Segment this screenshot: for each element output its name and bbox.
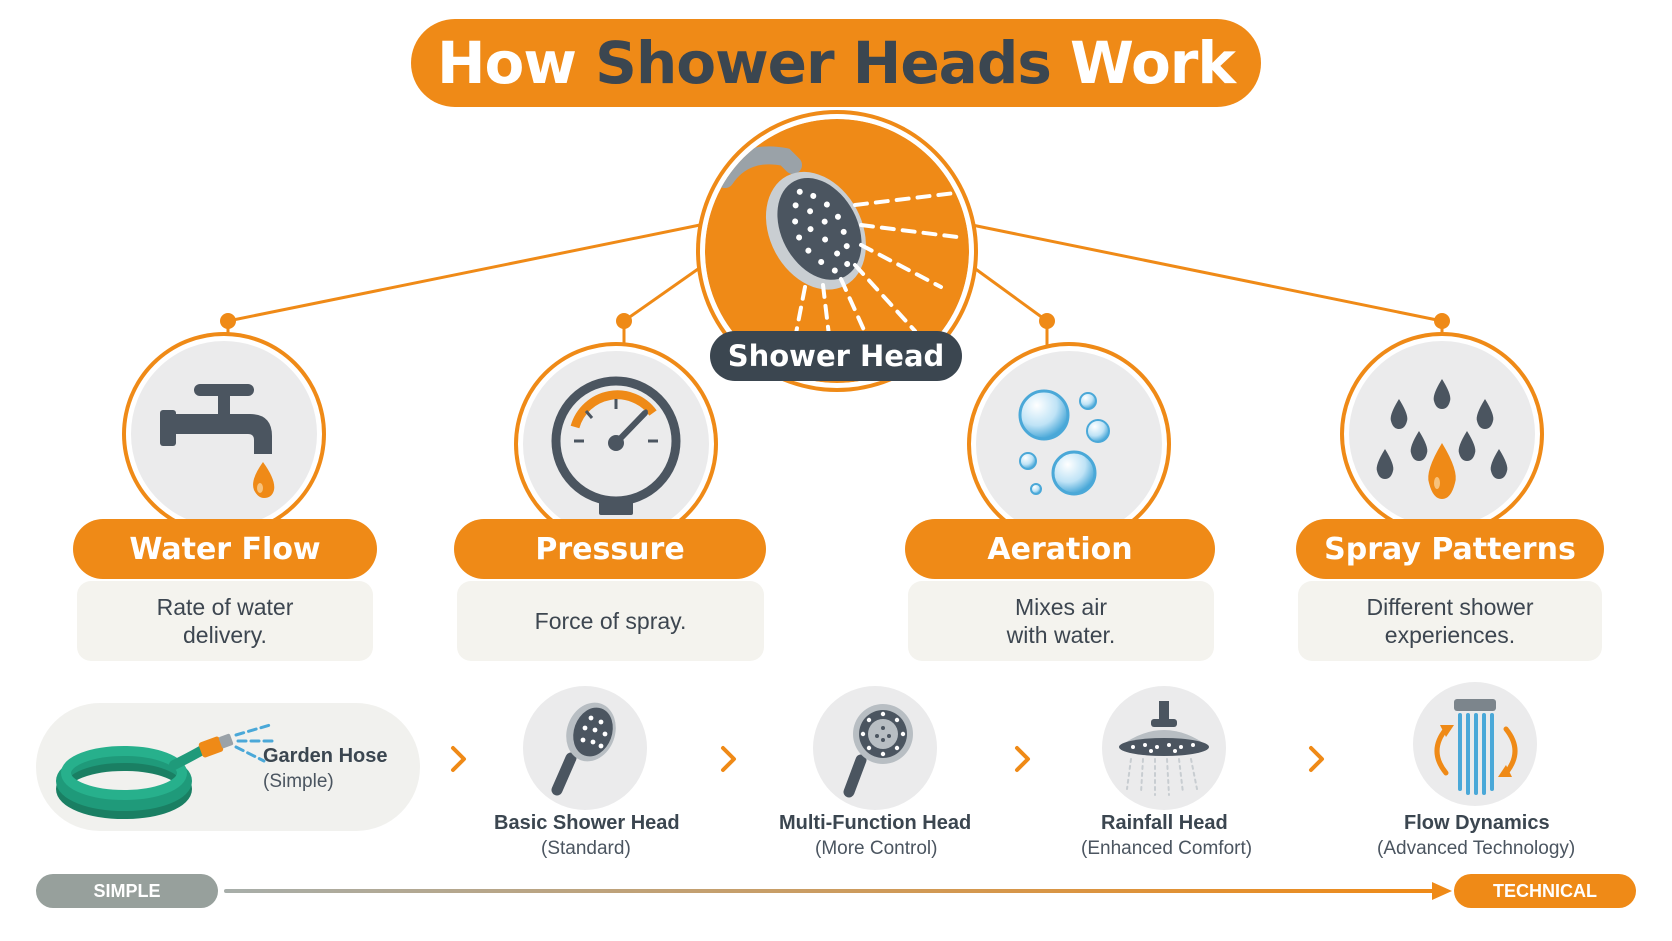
rainfall-shower-icon bbox=[1119, 701, 1209, 796]
pressure-description: Force of spray. bbox=[457, 581, 764, 661]
connector-dot bbox=[1039, 313, 1055, 329]
rainfall-head-sub: (Enhanced Comfort) bbox=[1081, 838, 1253, 859]
chevron-right-icon bbox=[1309, 746, 1324, 772]
chevron-right-icon bbox=[451, 746, 466, 772]
pressure-circle bbox=[518, 346, 714, 542]
chevron-right-icon bbox=[1015, 746, 1030, 772]
scale-arrow bbox=[224, 882, 1452, 900]
faucet-icon bbox=[160, 384, 275, 498]
connector-dot bbox=[616, 313, 632, 329]
garden-hose-sub: (Simple) bbox=[263, 771, 334, 792]
garden-hose-name: Garden Hose bbox=[263, 745, 388, 767]
scale-technical-label: TECHNICAL bbox=[1454, 874, 1636, 908]
basic-shower-head-sub: (Standard) bbox=[541, 838, 631, 859]
scale-simple-label: SIMPLE bbox=[36, 874, 218, 908]
multi-function-head-circle bbox=[813, 686, 937, 810]
page-title: How Shower Heads Work bbox=[437, 29, 1236, 97]
spray-patterns-label: Spray Patterns bbox=[1296, 519, 1604, 579]
basic-shower-head-circle bbox=[523, 686, 647, 810]
spray-patterns-circle bbox=[1344, 336, 1540, 532]
flow-dynamics-name: Flow Dynamics bbox=[1404, 812, 1550, 834]
rainfall-head-circle bbox=[1102, 686, 1226, 810]
multi-function-head-sub: (More Control) bbox=[815, 838, 938, 859]
garden-hose-card: Garden Hose (Simple) bbox=[36, 703, 420, 831]
connector-dot bbox=[1434, 313, 1450, 329]
chevron-right-icon bbox=[721, 746, 736, 772]
aeration-circle bbox=[971, 346, 1167, 542]
water-flow-circle bbox=[126, 336, 322, 532]
hub-label: Shower Head bbox=[710, 331, 962, 381]
aeration-label: Aeration bbox=[905, 519, 1215, 579]
flow-dynamics-circle bbox=[1413, 682, 1537, 806]
water-drops-icon bbox=[1376, 379, 1508, 499]
multi-function-head-name: Multi-Function Head bbox=[779, 812, 972, 834]
handheld-shower-icon bbox=[551, 702, 616, 796]
flow-dynamics-sub: (Advanced Technology) bbox=[1377, 838, 1576, 859]
rainfall-head-name: Rainfall Head bbox=[1101, 812, 1228, 834]
title-banner: How Shower Heads Work bbox=[411, 19, 1261, 107]
bubbles-icon bbox=[1018, 389, 1110, 496]
water-flow-label: Water Flow bbox=[73, 519, 377, 579]
pressure-label: Pressure bbox=[454, 519, 766, 579]
flow-dynamics-icon bbox=[1434, 699, 1518, 795]
garden-hose-icon bbox=[56, 723, 274, 819]
connector-dot bbox=[220, 313, 236, 329]
multi-function-shower-icon bbox=[843, 704, 913, 798]
basic-shower-head-name: Basic Shower Head bbox=[494, 812, 680, 834]
shower-head-icon bbox=[705, 119, 969, 383]
pressure-gauge-icon bbox=[551, 376, 681, 515]
